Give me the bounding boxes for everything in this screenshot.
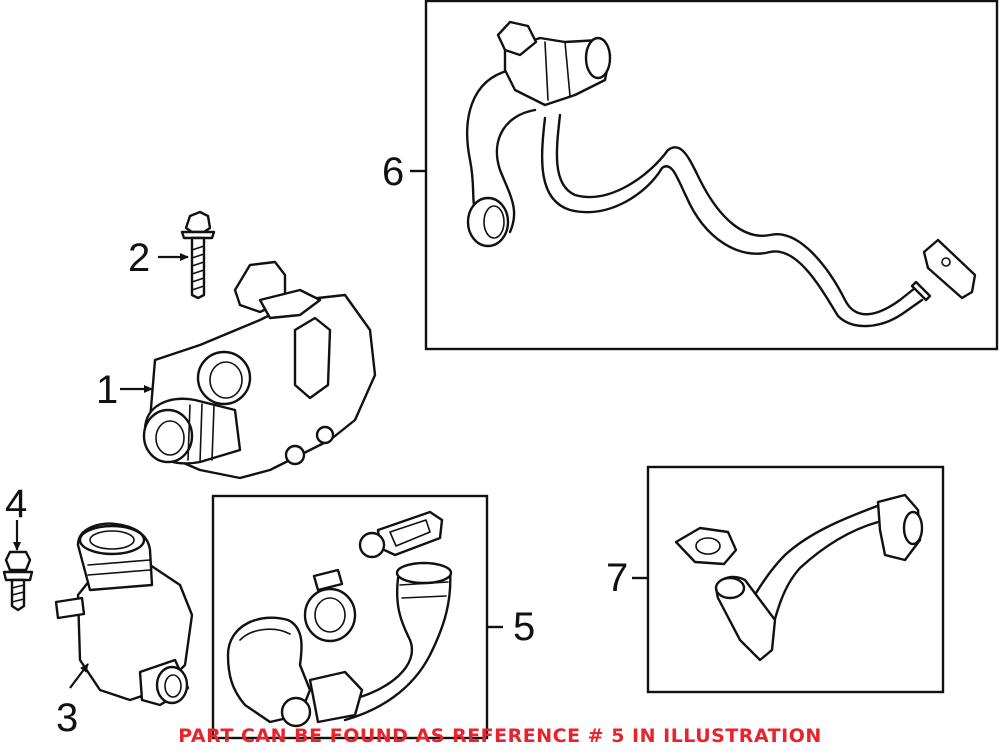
part-7-hose <box>674 493 924 662</box>
callout-3-arrow <box>69 663 89 689</box>
part-4-bolt <box>2 550 34 612</box>
callout-7: 7 <box>606 556 629 600</box>
part-6-hose <box>466 20 977 328</box>
part-6-frame <box>424 0 999 351</box>
part-2-bolt <box>180 210 216 300</box>
callout-6: 6 <box>382 150 405 194</box>
callout-3: 3 <box>56 696 79 740</box>
part-7-frame <box>646 465 945 694</box>
callout-1: 1 <box>96 368 119 412</box>
reference-note: PART CAN BE FOUND AS REFERENCE # 5 IN IL… <box>178 725 822 747</box>
callout-4: 4 <box>5 482 28 526</box>
part-5-frame <box>211 494 489 740</box>
callout-5: 5 <box>513 605 536 649</box>
part-5-hose-assembly <box>226 510 453 728</box>
part-1-water-pump <box>142 260 377 480</box>
callout-2: 2 <box>128 236 151 280</box>
part-3-thermostat <box>54 522 194 707</box>
